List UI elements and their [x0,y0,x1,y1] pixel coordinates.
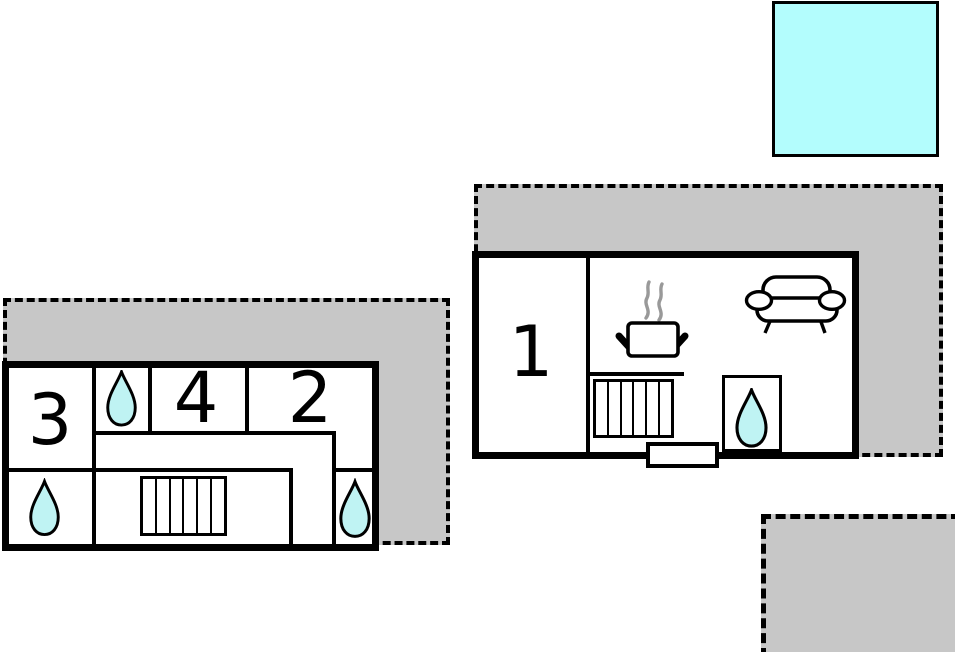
stair-step [212,479,224,533]
stair-step [157,479,171,533]
water-drop-icon [339,478,371,538]
stairs-icon [593,379,674,438]
steam-icon [644,280,651,320]
stair-step [171,479,185,533]
sofa-icon [744,275,847,334]
wall [245,368,249,435]
water-drop-icon [106,370,137,427]
steam-icon [657,282,664,322]
water-drop-icon [29,478,60,537]
stair-step [634,382,648,435]
wall [92,368,96,548]
water-drop-icon [735,388,768,448]
pool-area [772,1,939,157]
room-label-3: 3 [27,379,73,461]
stair-step [647,382,661,435]
room-label-2: 2 [287,357,333,439]
room-label-1: 1 [508,311,554,393]
stair-step [660,382,671,435]
counter-wall [589,372,684,376]
stair-step [622,382,635,435]
stove-pot-icon [615,280,689,358]
wall [92,431,336,435]
terrace-bottom-right-area [761,514,955,652]
room-label-4: 4 [173,357,219,439]
wall [586,258,590,452]
wall [332,468,374,472]
doorstep [646,442,719,468]
wall [9,468,293,472]
stair-step [609,382,622,435]
wall [148,368,152,435]
stair-step [596,382,609,435]
wall [332,431,336,545]
wall [289,468,293,545]
stair-step [184,479,199,533]
stair-step [198,479,213,533]
stair-step [143,479,157,533]
stairs-icon [140,476,227,536]
